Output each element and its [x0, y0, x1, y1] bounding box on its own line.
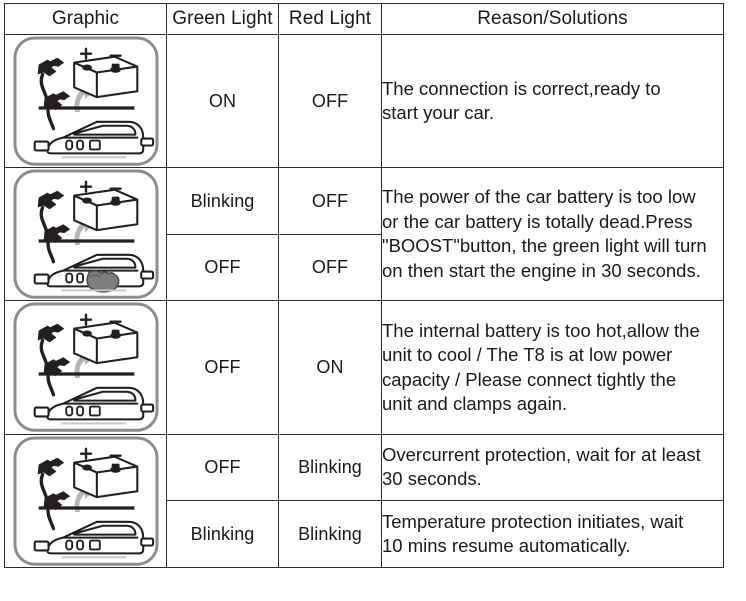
jump-starter-diagram — [12, 35, 160, 167]
red-light-value: Blinking — [278, 500, 382, 568]
graphic-cell — [4, 167, 167, 302]
graphic-cell — [4, 433, 167, 568]
table-row: Blinking Blinking Temperature protection… — [5, 500, 724, 568]
troubleshooting-table: Graphic Green Light Red Light Reason/Sol… — [4, 3, 724, 568]
column-header-graphic: Graphic — [4, 3, 167, 35]
reason-text: The connection is correct,ready to start… — [381, 33, 724, 169]
green-light-value: Blinking — [166, 167, 279, 235]
red-light-value: OFF — [278, 167, 382, 235]
table-row: OFF ON The internal battery is too hot,a… — [4, 300, 724, 435]
green-light-value: OFF — [166, 233, 279, 302]
table-row: OFF Blinking Overcurrent protection, wai… — [4, 433, 724, 568]
jump-starter-diagram — [12, 301, 160, 433]
green-light-value: ON — [166, 33, 279, 169]
table-header-row: Graphic Green Light Red Light Reason/Sol… — [4, 3, 724, 35]
reason-text: Overcurrent protection, wait for at leas… — [381, 433, 724, 502]
green-light-value: Blinking — [166, 500, 279, 568]
red-light-value: Blinking — [278, 433, 382, 502]
column-header-green-light: Green Light — [166, 3, 279, 35]
jump-starter-diagram-with-hand — [12, 168, 160, 300]
column-header-reason-solutions: Reason/Solutions — [381, 3, 724, 35]
green-light-value: OFF — [166, 300, 279, 435]
table-row: Blinking OFF The power of the car batter… — [4, 167, 724, 302]
table-row: ON OFF The connection is correct,ready t… — [4, 33, 724, 169]
red-light-value: OFF — [278, 33, 382, 169]
reason-text: Temperature protection initiates, wait 1… — [381, 500, 724, 568]
graphic-cell — [4, 300, 167, 435]
red-light-value: ON — [278, 300, 382, 435]
graphic-cell — [4, 33, 167, 169]
jump-starter-diagram — [12, 435, 160, 567]
table-row: OFF OFF — [5, 233, 724, 302]
reason-text: The power of the car battery is too low … — [381, 167, 724, 302]
column-header-red-light: Red Light — [278, 3, 382, 35]
red-light-value: OFF — [278, 233, 382, 302]
hand-pressing-boost-icon — [85, 270, 120, 293]
reason-text: The internal battery is too hot,allow th… — [381, 300, 724, 435]
green-light-value: OFF — [166, 433, 279, 502]
